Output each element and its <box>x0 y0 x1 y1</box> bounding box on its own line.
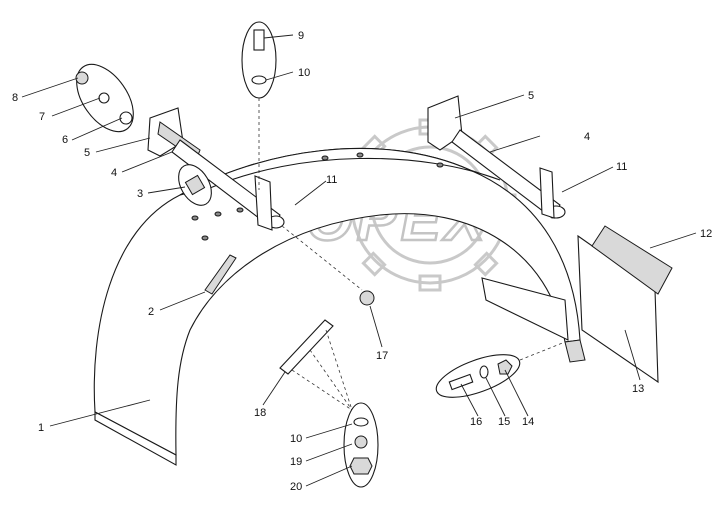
bracket-dash-lines <box>291 329 353 411</box>
callout-11-right: 11 <box>616 161 627 173</box>
callout-12: 12 <box>700 228 712 240</box>
bolt-set-dash-line <box>519 339 571 361</box>
clamp-group <box>178 164 212 206</box>
callout-15: 15 <box>498 416 510 428</box>
nut-icon <box>75 71 89 85</box>
callout-18: 18 <box>254 407 266 419</box>
fender-shell <box>93 147 581 456</box>
bolt-set-oval <box>435 354 521 398</box>
callout-2: 2 <box>148 306 154 318</box>
bolt-set-group <box>435 339 571 398</box>
fender-rear-tip <box>564 339 586 363</box>
lower-bracket <box>279 319 334 375</box>
pin-head <box>359 290 375 306</box>
callout-13: 13 <box>632 383 644 395</box>
fender-edge-lower <box>94 411 177 466</box>
lower-bracket-group <box>279 319 379 488</box>
right-u-bolt <box>539 167 555 219</box>
bolt-group-top <box>241 21 277 190</box>
pin-assembly <box>281 225 375 306</box>
callout-9: 9 <box>298 30 304 42</box>
washer-icon-lower <box>353 417 369 427</box>
callout-6: 6 <box>62 134 68 146</box>
callout-14: 14 <box>522 416 534 428</box>
support-strap <box>204 254 237 295</box>
callout-11-left: 11 <box>326 174 337 186</box>
right-mount-assembly <box>427 95 566 219</box>
washer-icon <box>251 75 267 85</box>
right-bracket-plate <box>427 95 463 151</box>
bolt-icon <box>253 29 265 51</box>
callout-4-right: 4 <box>584 131 590 143</box>
fender-body <box>93 147 586 466</box>
callout-20: 20 <box>290 481 302 493</box>
callout-1: 1 <box>38 422 44 434</box>
callout-labels: 1 2 3 4 4 5 5 6 7 8 9 10 10 11 11 12 13 … <box>12 30 712 493</box>
nut-icon-right <box>497 359 513 375</box>
washer-group-upper-left <box>75 63 134 133</box>
spring-washer-icon-lower <box>354 435 368 449</box>
fender-rear-flap <box>481 277 569 341</box>
callout-8: 8 <box>12 92 18 104</box>
callout-4-left: 4 <box>111 167 117 179</box>
pin-dash-line <box>281 225 363 291</box>
spring-washer-icon <box>98 92 110 104</box>
callout-10-top: 10 <box>298 67 310 79</box>
mud-flap-assembly <box>577 225 673 384</box>
nut-icon-lower <box>349 457 373 475</box>
left-mount-assembly <box>147 107 285 231</box>
callout-10-bottom: 10 <box>290 433 302 445</box>
callout-7: 7 <box>39 111 45 123</box>
flat-washer-icon <box>119 111 133 125</box>
callout-17: 17 <box>376 350 388 362</box>
mud-flap-strip <box>591 225 673 295</box>
callout-19: 19 <box>290 456 302 468</box>
callout-3: 3 <box>137 188 143 200</box>
left-u-bolt <box>254 175 273 231</box>
fender-top-lip <box>179 147 501 196</box>
washer-icon-right <box>479 365 489 379</box>
clamp-icon <box>184 174 206 196</box>
right-tube <box>451 129 561 219</box>
callout-5-right: 5 <box>528 90 534 102</box>
callout-16: 16 <box>470 416 482 428</box>
callout-leaders <box>21 34 697 487</box>
fender-holes <box>191 152 444 241</box>
callout-5-left: 5 <box>84 147 90 159</box>
